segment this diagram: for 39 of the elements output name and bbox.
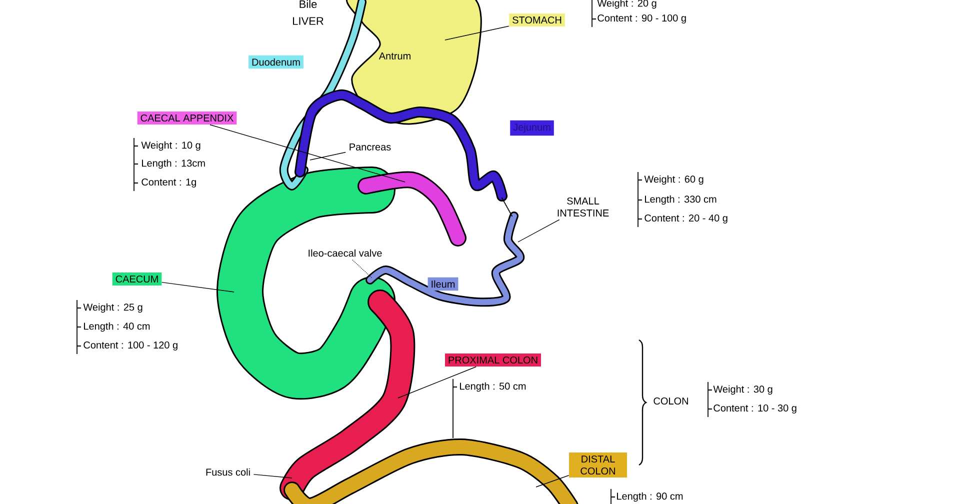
leader-line <box>518 219 560 242</box>
label-box: Ileum <box>428 277 458 291</box>
label-box: CAECUM <box>112 272 162 286</box>
leader-line <box>352 260 372 278</box>
leader-line <box>253 474 292 478</box>
organ-label: Fusus coli <box>206 468 250 476</box>
measurement-text: Content : 90 - 100 g <box>598 14 686 24</box>
measurement-text: Weight : 30 g <box>713 385 772 395</box>
measurement-text: Length : 40 cm <box>84 322 150 332</box>
leader-line <box>210 124 406 182</box>
label-box: PROXIMAL COLON <box>445 353 542 367</box>
organ-label: Bile <box>300 0 317 8</box>
measurement-text: Weight : 25 g <box>83 303 142 313</box>
measurement-text: Length : 90 cm <box>617 492 683 502</box>
organ-label: Antrum <box>378 52 410 60</box>
organ-label: SMALL INTESTINE <box>558 197 609 217</box>
measurement-text: Length : 13cm <box>142 159 205 169</box>
leader-line <box>398 366 477 398</box>
organ-label: Ileo-caecal valve <box>308 249 382 257</box>
label-box: Duodenum <box>248 55 304 69</box>
label-box: CAECAL APPENDIX <box>137 111 237 125</box>
measurement-text: Weight : 10 g <box>141 141 200 151</box>
leader-line <box>444 26 510 40</box>
measurement-text: Content : 10 - 30 g <box>714 404 796 414</box>
organ-label: Pancreas <box>350 144 391 150</box>
measurement-text: Content : 20 - 40 g <box>644 214 728 224</box>
measurement-text: Content : 100 - 120 g <box>84 341 178 351</box>
label-box: STOMACH <box>509 13 565 27</box>
leader-line <box>310 152 346 160</box>
measurement-text: Length : 50 cm <box>460 382 526 392</box>
label-box: DISTAL COLON <box>569 452 627 478</box>
label-box: Jejunum <box>510 120 554 136</box>
measurement-text: Weight : 60 g <box>644 175 704 185</box>
measurement-text: Length : 330 cm <box>645 195 716 205</box>
measurement-text: Content : 1g <box>142 178 196 188</box>
leader-line <box>536 475 570 488</box>
leader-line <box>162 282 234 292</box>
organ-label: COLON <box>654 397 688 405</box>
organ-label: LIVER <box>293 17 324 25</box>
